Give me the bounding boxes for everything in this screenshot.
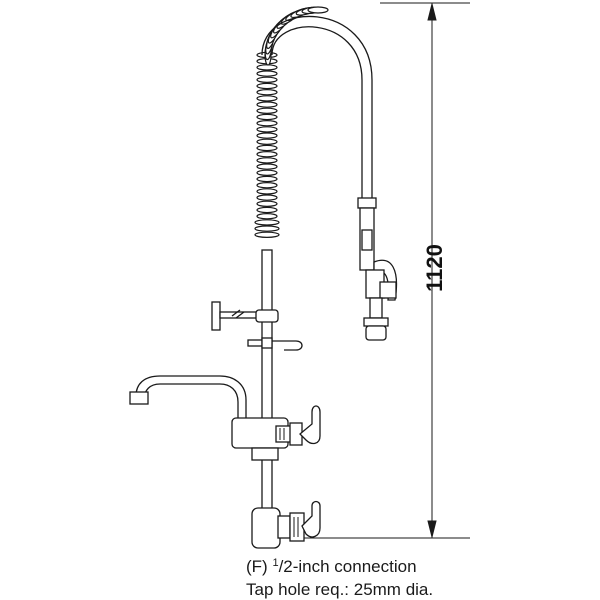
spring-loop [256, 157, 278, 164]
fraction-numerator: 1 [272, 557, 279, 569]
spring-loop [256, 138, 278, 145]
spray-valve [357, 197, 398, 341]
spring-loop [256, 181, 278, 189]
height-label: 1120 [422, 244, 447, 292]
spring-loop [256, 107, 278, 115]
spring-loop [254, 219, 280, 226]
spring-loop [256, 163, 278, 170]
tap-hole-caption: Tap hole req.: 25mm dia. [246, 580, 434, 599]
spring-loop [256, 200, 278, 207]
height-dimension [300, 2, 470, 539]
spring-loop [256, 188, 278, 195]
spring-coil [254, 6, 329, 238]
flexible-hose [261, 15, 373, 200]
spring-loop [256, 76, 278, 84]
wall-bracket [211, 301, 279, 331]
spring-loop [256, 132, 278, 139]
spring-loop [256, 175, 278, 183]
connection-caption: (F) 1/2-inch connection [246, 557, 417, 577]
spring-loop [256, 144, 278, 152]
spring-loop [256, 95, 278, 102]
spring-loop [256, 169, 278, 176]
spring-loop [254, 231, 280, 238]
spring-loop [254, 225, 280, 232]
lower-inlet [251, 500, 321, 549]
top-arrowhead [427, 3, 437, 21]
hose-hook [247, 337, 303, 351]
spring-loop [256, 150, 278, 158]
spring-loop [256, 194, 278, 201]
spring-loop [256, 119, 278, 127]
spring-loop [256, 82, 278, 90]
spring-loop [256, 64, 278, 71]
swing-spout [129, 375, 247, 420]
riser-pipe [261, 249, 273, 526]
thread-marks [279, 428, 299, 537]
spring-loop [256, 206, 278, 214]
connection-text: /2-inch connection [278, 557, 417, 576]
spring-loop [307, 6, 329, 14]
spring-loop [256, 101, 278, 108]
spring-loop [256, 70, 278, 77]
spring-loop [256, 113, 278, 121]
bottom-arrowhead [427, 520, 437, 538]
mixer-body [231, 405, 321, 461]
spring-loop [256, 212, 278, 220]
spring-loop [256, 126, 278, 133]
inlet-handle [301, 500, 321, 538]
spout-aerator [129, 391, 149, 405]
connection-prefix: (F) [246, 557, 273, 576]
mixer-handle [299, 405, 321, 445]
spray-nozzle [365, 325, 387, 341]
spring-loop [256, 88, 278, 96]
